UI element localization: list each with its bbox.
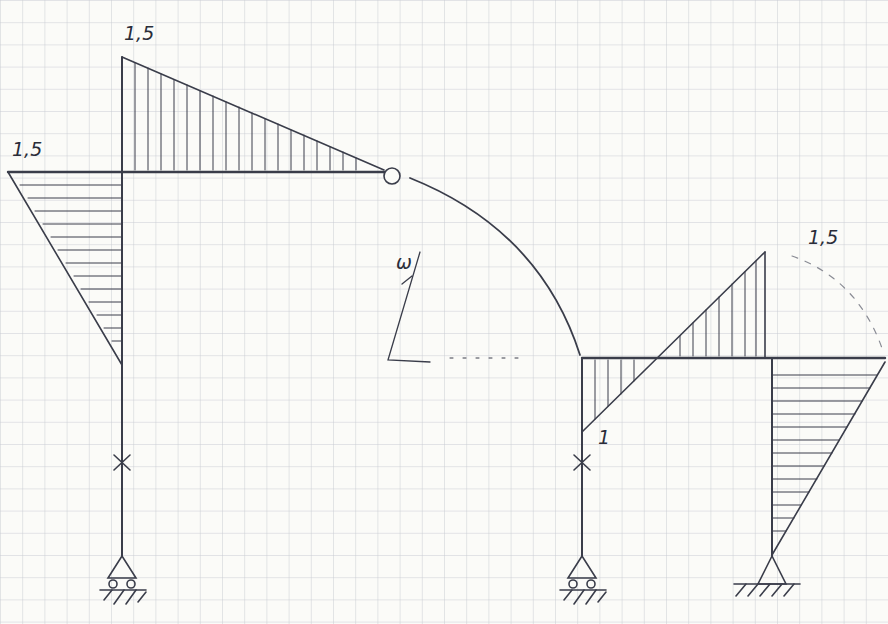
- angle-symbol: ω: [396, 253, 412, 272]
- moment-value: 1: [598, 428, 610, 447]
- moment-value: 1,5: [124, 24, 154, 43]
- moment-value: 1,5: [12, 140, 42, 159]
- moment-value: 1,5: [808, 228, 838, 247]
